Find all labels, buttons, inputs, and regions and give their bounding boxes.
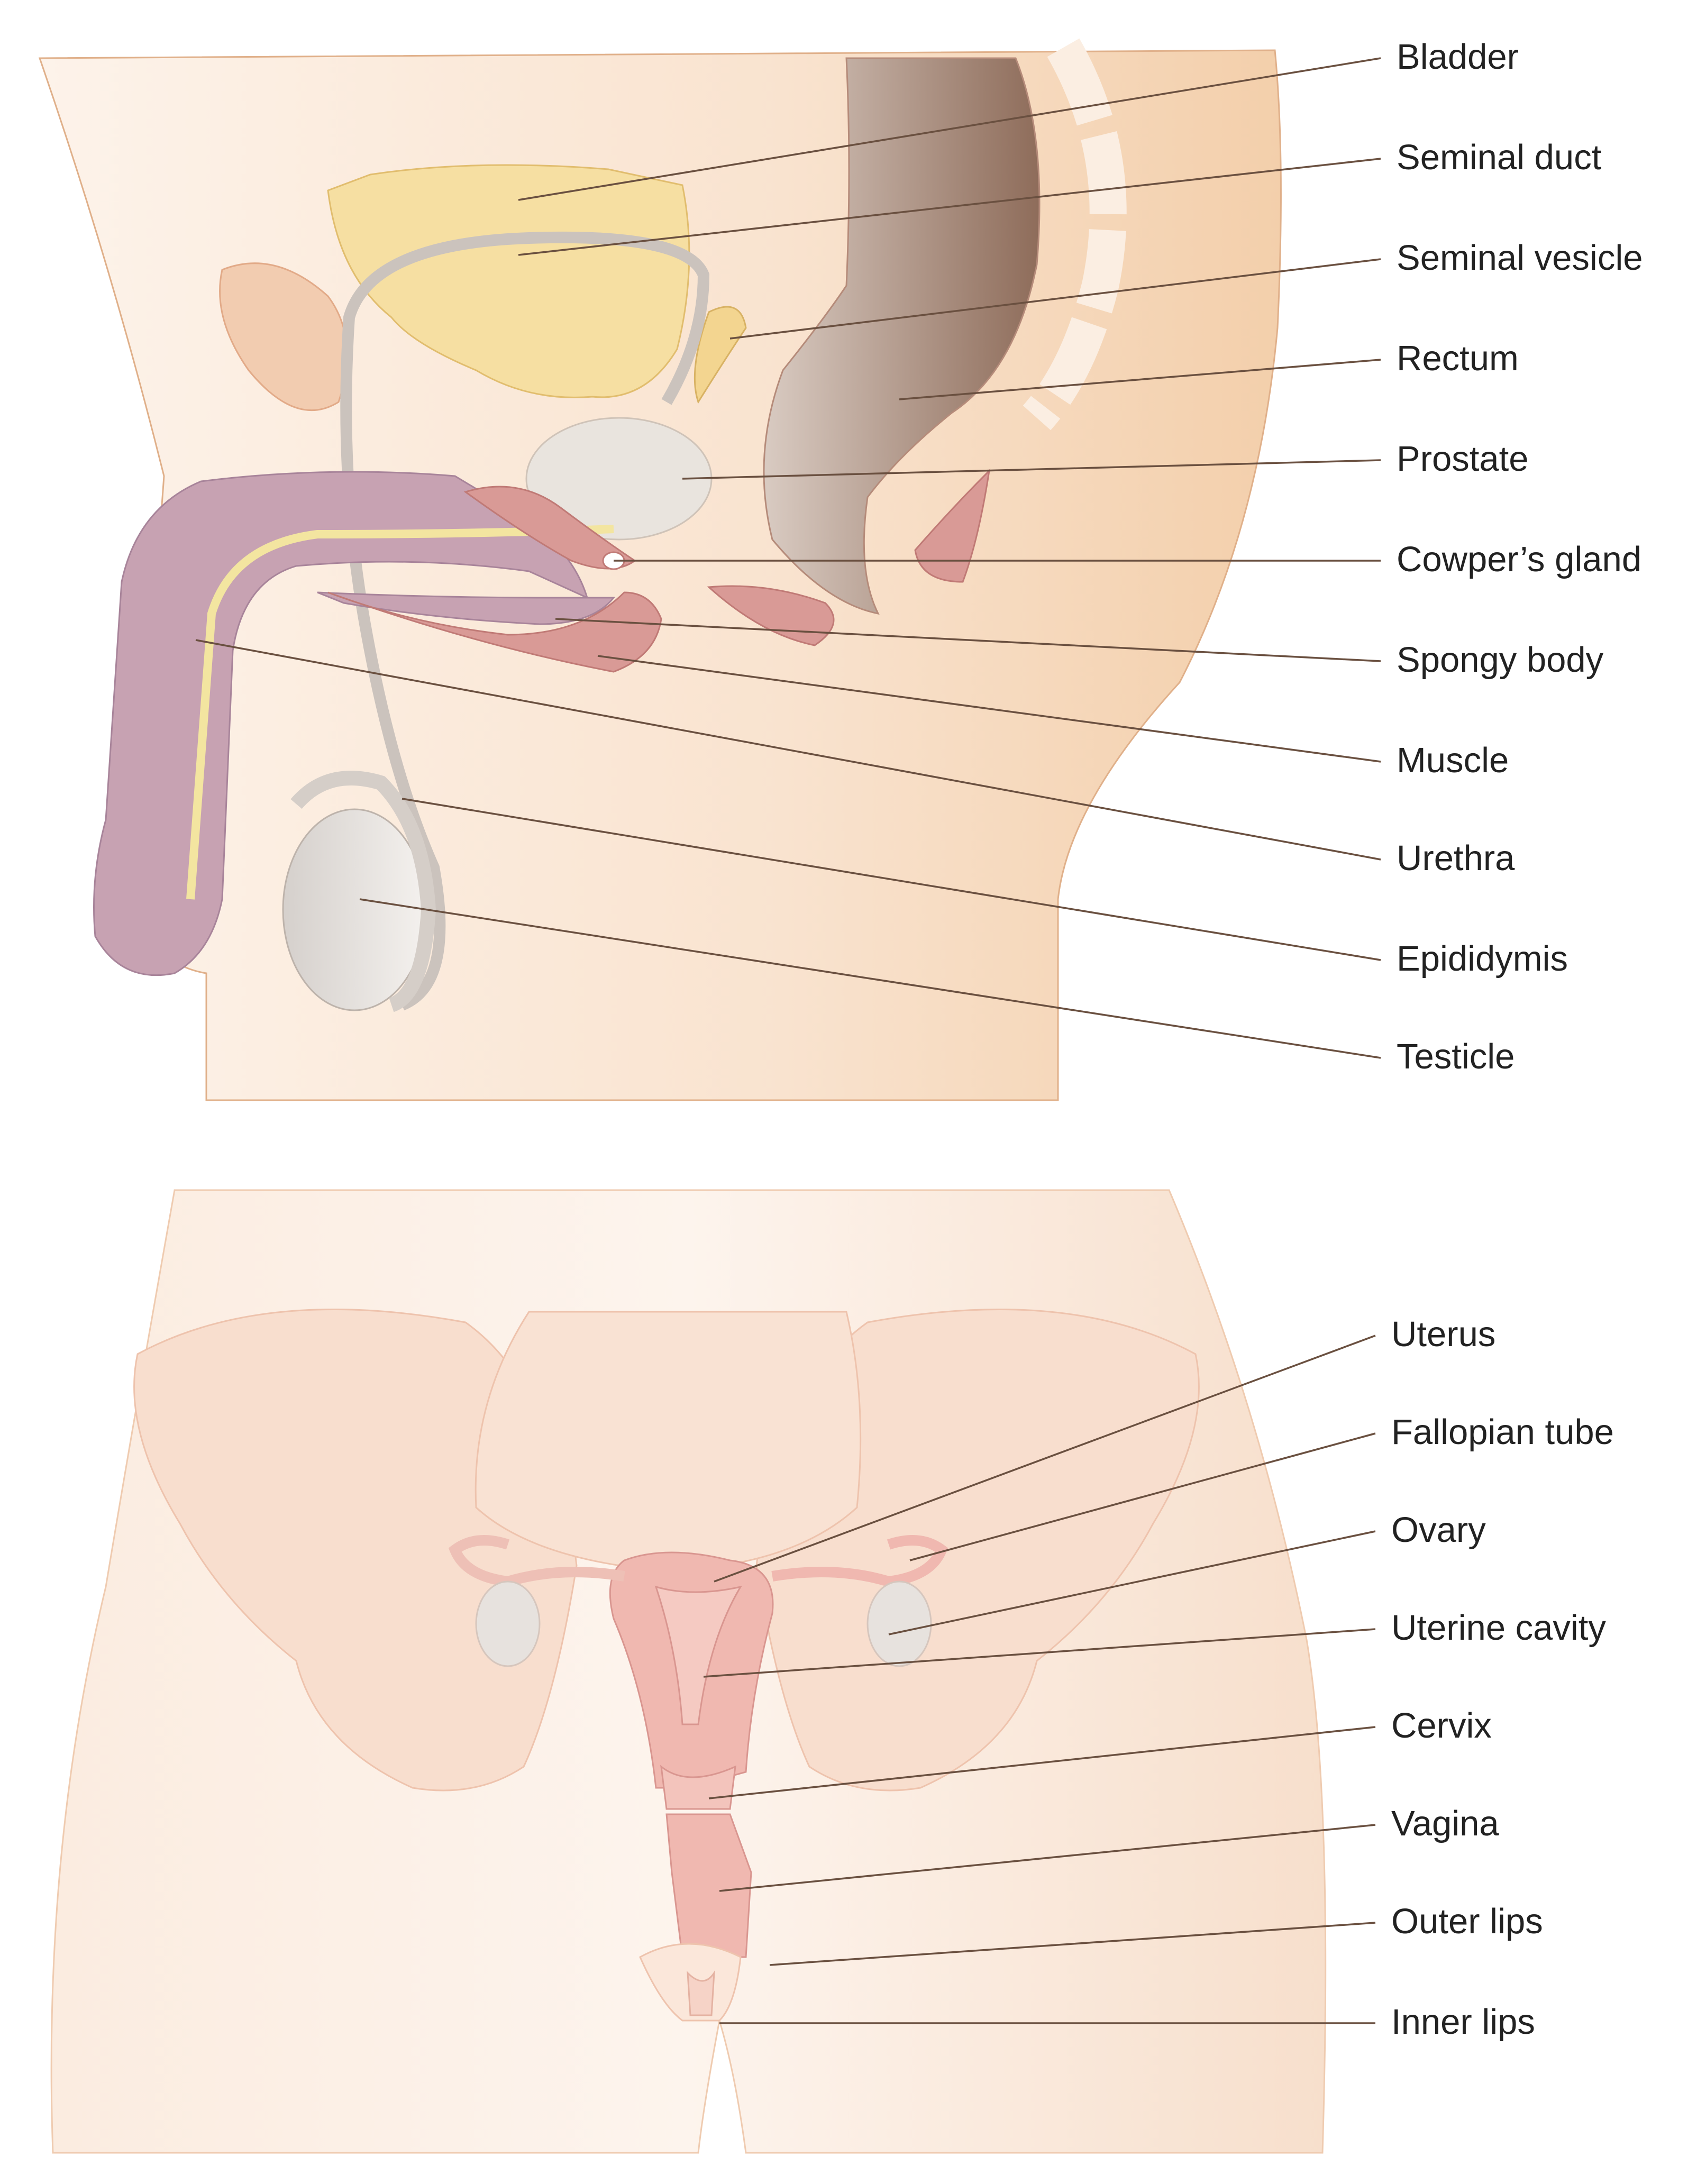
- muscle-lower: [707, 585, 835, 646]
- vagina: [665, 1813, 752, 1958]
- spongy-body: [317, 591, 616, 625]
- leader-uterus: [714, 1335, 1376, 1583]
- label-epididymis: Epididymis: [1397, 939, 1568, 979]
- female-illustration: [50, 1189, 1327, 2154]
- seminal-vesicle: [694, 306, 747, 404]
- leader-ovary: [888, 1530, 1376, 1635]
- leader-cervix: [708, 1726, 1376, 1799]
- label-urethra: Urethra: [1397, 838, 1515, 878]
- label-bladder: Bladder: [1397, 37, 1519, 77]
- female-leader-lines: [703, 1335, 1376, 2024]
- leader-vagina: [719, 1824, 1376, 1892]
- ovary-left: [475, 1580, 541, 1667]
- pelvic-bone: [219, 262, 348, 412]
- male-leader-lines: [195, 57, 1381, 1059]
- male-illustration: [38, 38, 1282, 1101]
- label-cowpers-gland: Cowper’s gland: [1397, 540, 1641, 579]
- ovary-right: [866, 1580, 932, 1667]
- leader-outer-lips: [769, 1922, 1376, 1966]
- label-ovary: Ovary: [1391, 1510, 1486, 1550]
- fallopian-tube-left: [448, 1535, 625, 1587]
- leader-urethra: [195, 639, 1381, 861]
- male-labels: Bladder Seminal duct Seminal vesicle Rec…: [1397, 37, 1643, 1076]
- leader-uterine-cavity: [703, 1628, 1376, 1678]
- leader-testicle: [359, 898, 1381, 1059]
- muscle: [327, 591, 662, 673]
- label-prostate: Prostate: [1397, 439, 1529, 479]
- label-muscle: Muscle: [1397, 741, 1509, 780]
- leader-prostate: [682, 459, 1381, 480]
- fallopian-tube-right: [771, 1535, 948, 1587]
- inner-lips: [687, 1970, 715, 2016]
- label-spongy-body: Spongy body: [1397, 640, 1604, 680]
- label-inner-lips: Inner lips: [1391, 2002, 1535, 2042]
- label-seminal-duct: Seminal duct: [1397, 138, 1602, 177]
- label-rectum: Rectum: [1397, 339, 1519, 378]
- leader-spongy-body: [555, 618, 1381, 662]
- label-uterus: Uterus: [1391, 1314, 1495, 1354]
- leader-seminal-vesicle: [729, 258, 1381, 340]
- label-seminal-vesicle: Seminal vesicle: [1397, 238, 1643, 278]
- label-cervix: Cervix: [1391, 1706, 1492, 1746]
- female-labels: Uterus Fallopian tube Ovary Uterine cavi…: [1391, 1314, 1614, 2042]
- leader-bladder: [518, 57, 1381, 201]
- pelvis-left: [133, 1309, 578, 1792]
- leader-epididymis: [402, 798, 1381, 961]
- testicle: [282, 808, 427, 1011]
- leader-muscle: [597, 655, 1381, 763]
- bladder: [327, 164, 690, 398]
- label-vagina: Vagina: [1391, 1804, 1499, 1843]
- label-outer-lips: Outer lips: [1391, 1902, 1543, 1941]
- label-uterine-cavity: Uterine cavity: [1391, 1608, 1606, 1648]
- uterine-cavity: [654, 1585, 743, 1725]
- leader-rectum: [899, 359, 1381, 400]
- epididymis: [290, 771, 436, 1012]
- label-testicle: Testicle: [1397, 1037, 1515, 1076]
- leader-seminal-duct: [518, 158, 1381, 256]
- spine-vertebrae: [1023, 38, 1127, 431]
- seminal-duct: [340, 231, 710, 1011]
- leader-fallopian-tube: [909, 1432, 1376, 1561]
- pelvis-right: [755, 1309, 1200, 1792]
- sacrum: [475, 1311, 862, 1572]
- label-fallopian-tube: Fallopian tube: [1391, 1412, 1614, 1452]
- muscle-right: [914, 468, 991, 583]
